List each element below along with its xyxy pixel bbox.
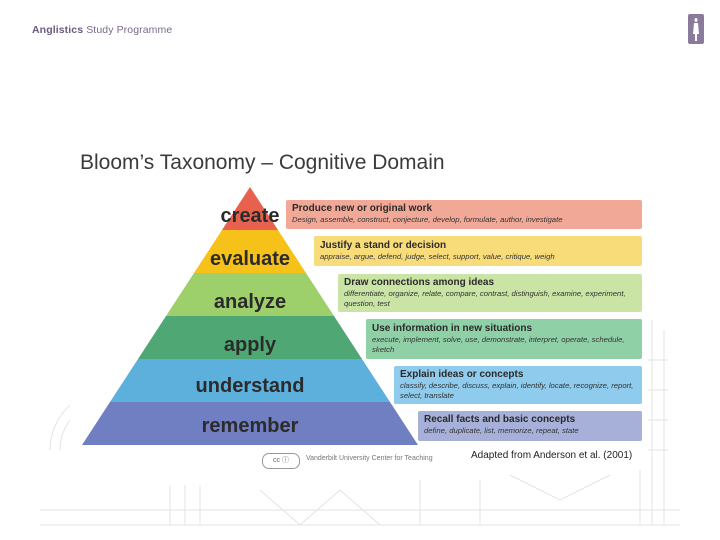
level-heading-understand: Explain ideas or concepts <box>400 369 524 380</box>
level-label-evaluate: evaluate <box>209 248 291 270</box>
level-label-analyze: analyze <box>213 291 287 313</box>
university-logo-icon <box>688 14 704 44</box>
pyramid-band-create <box>222 187 278 230</box>
level-heading-create: Produce new or original work <box>292 203 433 214</box>
level-box-create: Produce new or original work Design, ass… <box>286 200 642 229</box>
pyramid-band-understand <box>110 359 390 402</box>
level-box-understand: Explain ideas or concepts classify, desc… <box>394 366 642 404</box>
pyramid-band-evaluate <box>194 230 306 273</box>
taxonomy-pyramid <box>82 187 418 445</box>
programme-header: Anglistics Study Programme <box>32 24 172 36</box>
slide-title: Bloom’s Taxonomy – Cognitive Domain <box>80 151 445 174</box>
pyramid-band-remember <box>82 402 418 445</box>
bloom-taxonomy-slide: Bloom’s Taxonomy – Cognitive Domain Prod… <box>70 145 648 470</box>
level-box-apply: Use information in new situations execut… <box>366 319 642 359</box>
level-label-create: create <box>220 205 280 227</box>
level-detail-remember: define, duplicate, list, memorize, repea… <box>424 426 579 435</box>
level-label-understand: understand <box>195 375 305 397</box>
level-detail-analyze: differentiate, organize, relate, compare… <box>344 289 626 308</box>
programme-name-rest: Study Programme <box>83 24 173 36</box>
level-detail-understand: classify, describe, discuss, explain, id… <box>400 381 634 400</box>
level-heading-analyze: Draw connections among ideas <box>344 277 495 288</box>
programme-name-bold: Anglistics <box>32 24 84 36</box>
level-heading-evaluate: Justify a stand or decision <box>320 240 447 251</box>
level-detail-apply: execute, implement, solve, use, demonstr… <box>372 335 625 354</box>
pyramid-band-analyze <box>166 273 334 316</box>
level-heading-remember: Recall facts and basic concepts <box>424 414 576 425</box>
adapted-from-credit: Adapted from Anderson et al. (2001) <box>471 450 633 461</box>
pyramid-band-apply <box>138 316 362 359</box>
campus-sketch-background <box>40 320 680 526</box>
level-box-evaluate: Justify a stand or decision appraise, ar… <box>314 236 642 266</box>
level-heading-apply: Use information in new situations <box>372 323 533 334</box>
level-box-remember: Recall facts and basic concepts define, … <box>418 411 642 441</box>
level-detail-create: Design, assemble, construct, conjecture,… <box>292 215 563 224</box>
creative-commons-badge: cc ⓘ <box>262 453 300 469</box>
level-detail-evaluate: appraise, argue, defend, judge, select, … <box>320 252 555 261</box>
level-box-analyze: Draw connections among ideas differentia… <box>338 274 642 312</box>
level-label-apply: apply <box>223 334 277 356</box>
vanderbilt-credit: Vanderbilt University Center for Teachin… <box>306 455 433 462</box>
level-label-remember: remember <box>201 415 299 437</box>
